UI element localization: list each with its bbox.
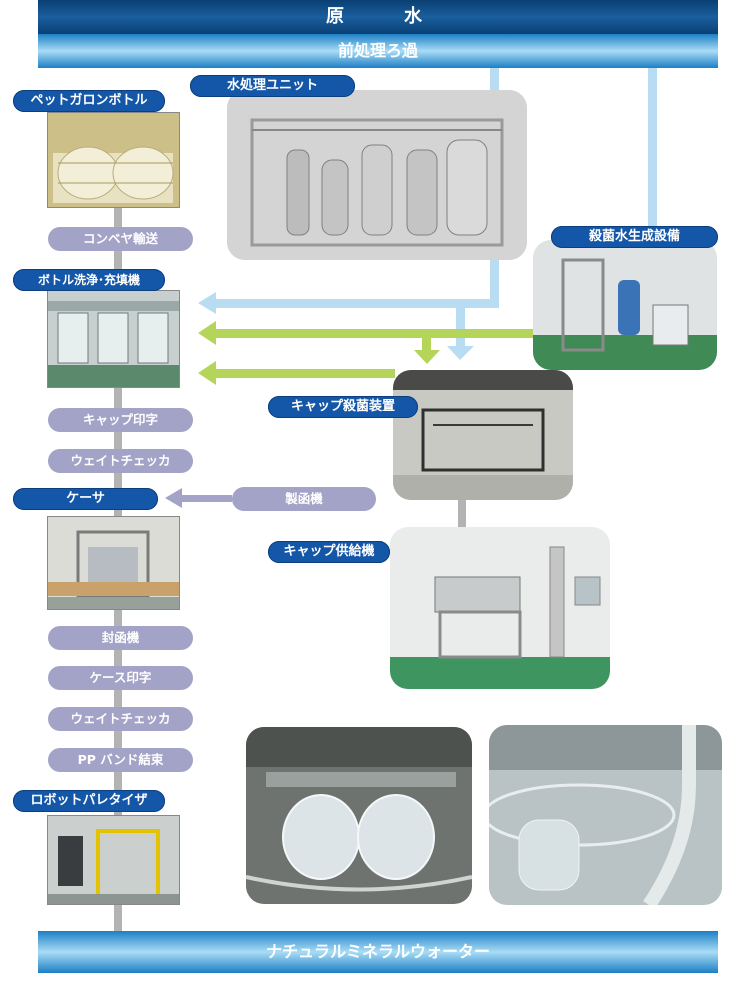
flow-line-green-3: [215, 369, 395, 378]
filler-carousel-image: [489, 725, 722, 905]
conveyor-step: コンベヤ輸送: [48, 227, 193, 251]
water-treatment-label: 水処理ユニット: [190, 75, 355, 97]
case-packer-photo: [47, 516, 180, 610]
flow-arrow-purple: [165, 488, 182, 508]
robot-palletizer-label: ロボットパレタイザ: [13, 790, 165, 812]
flow-line-purple: [182, 495, 232, 502]
robot-palletizer-image: [48, 816, 179, 904]
source-water-banner: 原 水: [38, 0, 718, 34]
flow-arrow-blue-1: [198, 292, 216, 314]
flow-arrow-green-2: [414, 350, 440, 364]
flow-arrow-blue-2: [447, 346, 474, 360]
robot-palletizer-photo: [47, 815, 180, 905]
weight-checker-step-1: ウェイトチェッカ: [48, 449, 193, 473]
pet-gallon-bottle-label: ペットガロンボトル: [13, 90, 165, 112]
pp-band-step: PP バンド結束: [48, 748, 193, 772]
filling-bottles-photo: [246, 727, 472, 904]
pet-bottle-photo: [47, 112, 180, 208]
case-sealer-step: 封函機: [48, 626, 193, 650]
flow-line-blue-3: [215, 299, 499, 308]
case-packer-label: ケーサ: [13, 488, 158, 510]
pretreatment-banner: 前処理ろ過: [38, 34, 718, 68]
flow-arrow-green-1: [198, 321, 216, 345]
case-print-step: ケース印字: [48, 666, 193, 690]
cap-feeder-image: [390, 527, 610, 689]
flow-line-blue-2: [648, 68, 657, 233]
sterile-water-photo: [533, 240, 717, 370]
filling-bottles-image: [246, 727, 472, 904]
sterile-water-label: 殺菌水生成設備: [551, 226, 718, 248]
product-banner: ナチュラルミネラルウォーター: [38, 931, 718, 973]
case-packer-image: [48, 517, 179, 609]
cap-print-step: キャップ印字: [48, 408, 193, 432]
cap-sterilizer-photo: [393, 370, 573, 500]
flow-line-green-2: [422, 333, 431, 353]
water-treatment-photo: [227, 90, 527, 260]
bottle-wash-fill-photo: [47, 290, 180, 388]
filler-carousel-photo: [489, 725, 722, 905]
cap-feeder-label: キャップ供給機: [268, 541, 390, 563]
cap-feeder-photo: [390, 527, 610, 689]
flow-line-blue-4: [456, 308, 465, 348]
bottle-wash-fill-image: [48, 291, 179, 387]
flow-arrow-green-3: [198, 361, 216, 385]
flow-line-green-1: [215, 329, 535, 338]
cap-sterilizer-label: キャップ殺菌装置: [268, 396, 418, 418]
weight-checker-step-2: ウェイトチェッカ: [48, 707, 193, 731]
sterile-water-image: [533, 240, 717, 370]
cap-sterilizer-image: [393, 370, 573, 500]
water-treatment-image: [227, 90, 527, 260]
pet-bottle-image: [48, 113, 179, 207]
flow-line-grey-cap: [458, 500, 466, 530]
box-maker-step: 製函機: [232, 487, 376, 511]
bottle-wash-fill-label: ボトル洗浄･充填機: [13, 269, 165, 291]
